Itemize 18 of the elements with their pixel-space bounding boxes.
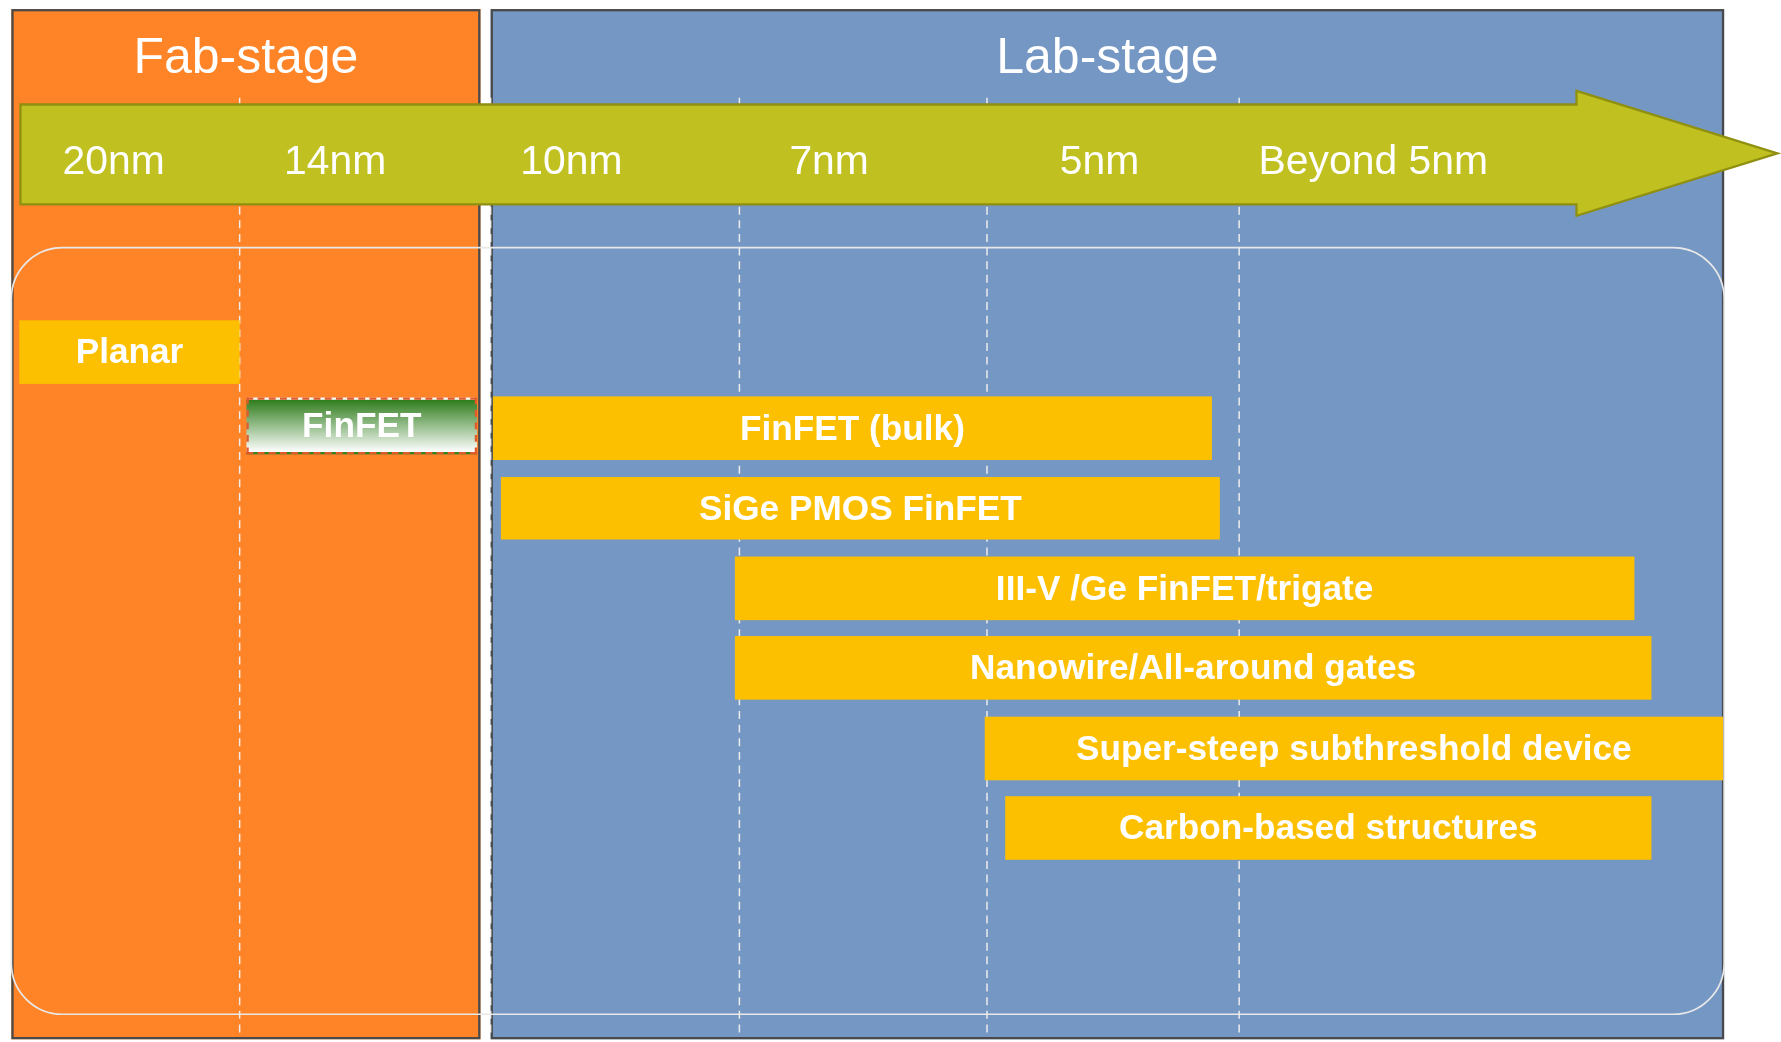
stage-panel xyxy=(11,9,481,1040)
technology-bar: III-V /Ge FinFET/trigate xyxy=(734,556,1635,621)
technology-bar: Super-steep subthreshold device xyxy=(984,716,1723,781)
node-size-label: 10nm xyxy=(520,136,623,184)
technology-bar: Planar xyxy=(19,320,240,384)
node-size-label: 5nm xyxy=(1059,136,1140,184)
node-size-label: 7nm xyxy=(789,136,869,184)
stage-heading: Fab-stage xyxy=(132,27,360,85)
technology-bar: Carbon-based structures xyxy=(1005,796,1652,860)
node-size-label: 14nm xyxy=(283,136,387,184)
node-size-label: 20nm xyxy=(62,136,165,184)
technology-bar: FinFET xyxy=(246,397,478,455)
technology-bar: Nanowire/All-around gates xyxy=(734,636,1652,700)
stage-panel xyxy=(490,9,1725,1040)
technology-bar: FinFET (bulk) xyxy=(492,396,1212,460)
stage-heading: Lab-stage xyxy=(995,27,1220,85)
node-size-label: Beyond 5nm xyxy=(1258,136,1489,184)
technology-bar: SiGe PMOS FinFET xyxy=(500,477,1220,540)
